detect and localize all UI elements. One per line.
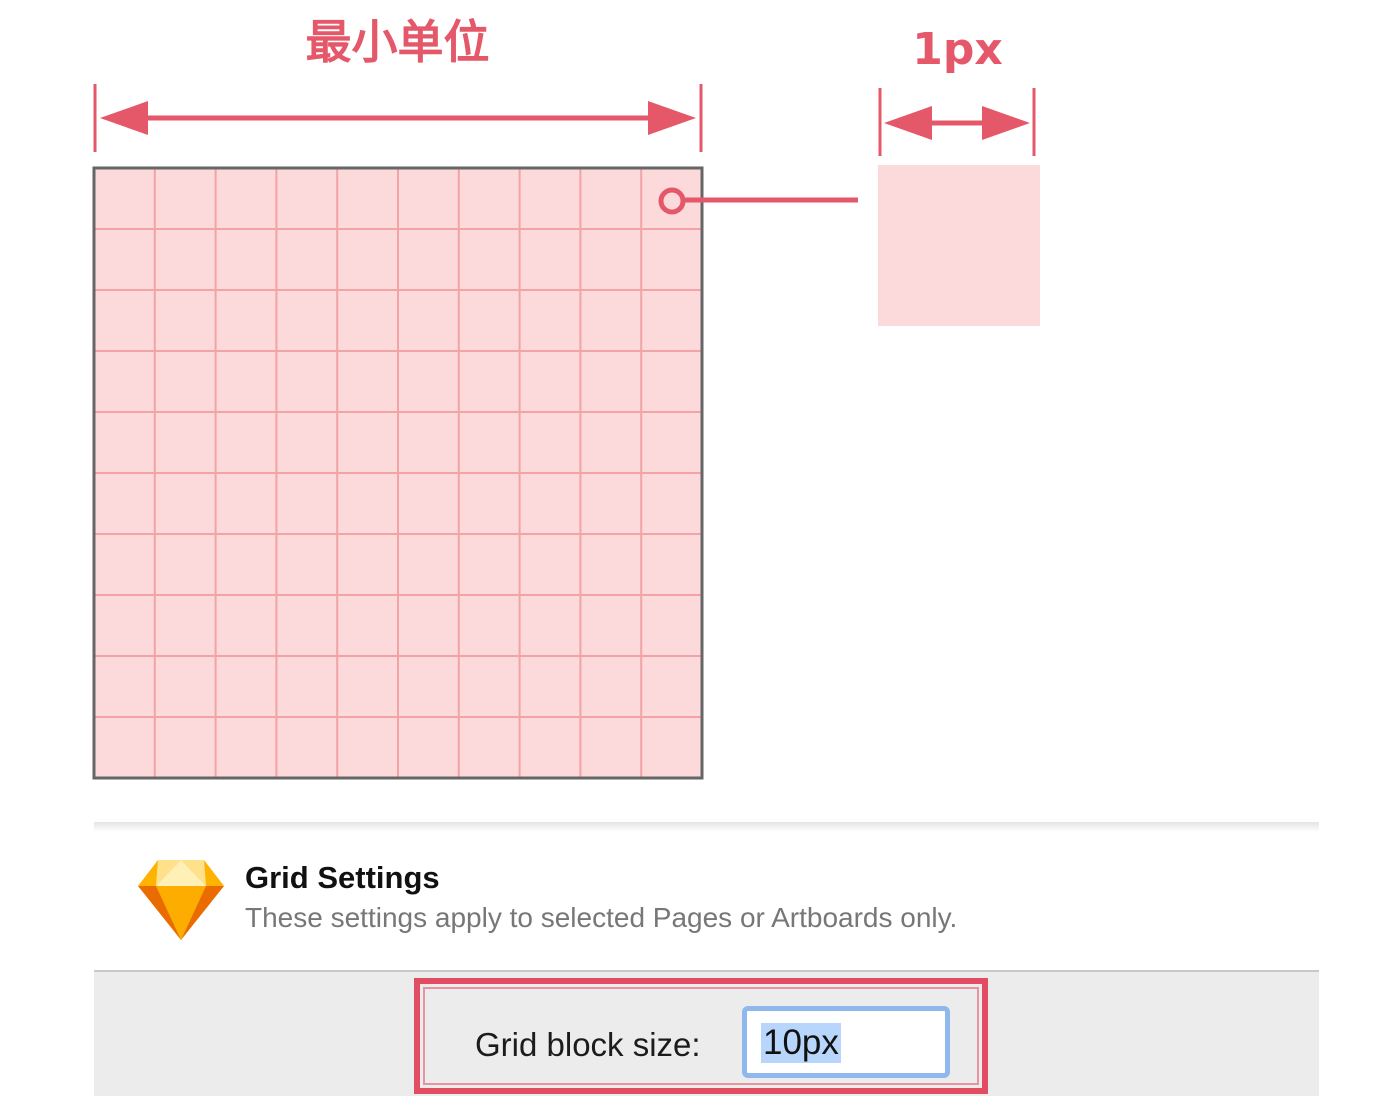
grid-block-size-value: 10px: [761, 1023, 841, 1063]
one-px-sample-square: [878, 165, 1040, 326]
grid-diagram: [92, 84, 1040, 780]
dialog-body: Grid block size: 10px: [94, 970, 1319, 1096]
unit-dimension-arrow: [93, 84, 703, 152]
grid-settings-dialog: Grid Settings These settings apply to se…: [94, 822, 1319, 1096]
grid-block-size-input[interactable]: 10px: [742, 1006, 950, 1078]
min-unit-label: 最小单位: [305, 15, 490, 69]
dialog-subtitle: These settings apply to selected Pages o…: [245, 902, 958, 933]
dialog-title: Grid Settings: [245, 860, 440, 895]
dialog-top-shadow: [94, 822, 1319, 832]
grid-lines: [94, 168, 702, 778]
one-px-label: 1px: [912, 24, 1003, 75]
dialog-header: Grid Settings These settings apply to se…: [94, 822, 1319, 970]
grid-border: [92, 166, 704, 780]
callout-connector: [658, 187, 858, 215]
grid-block-size-label: Grid block size:: [475, 1026, 701, 1063]
px-dimension-arrow: [878, 88, 1036, 156]
highlight-annotation-box: [414, 978, 988, 1094]
sketch-diamond-icon: [138, 860, 224, 940]
